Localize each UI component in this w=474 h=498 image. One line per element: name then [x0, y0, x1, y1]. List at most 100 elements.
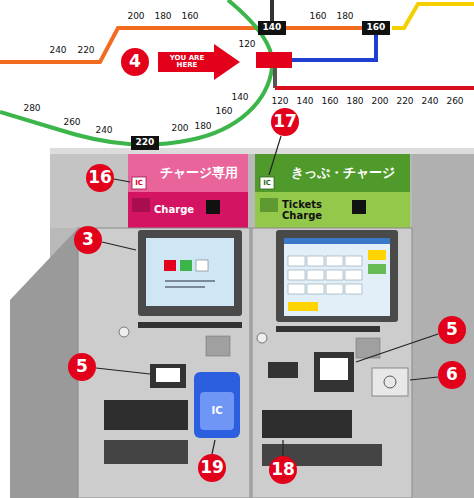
card-slit — [276, 326, 380, 332]
fare-button — [326, 284, 343, 294]
screen-icon — [196, 260, 208, 271]
ticket — [320, 358, 348, 380]
speaker-grille — [132, 198, 150, 212]
fare-button — [307, 256, 324, 266]
callout-number: 18 — [271, 460, 295, 480]
fare-button — [288, 284, 305, 294]
left-pillar — [50, 154, 128, 228]
fare-button — [326, 270, 343, 280]
machine-housing — [50, 154, 474, 498]
fare-box: 160 — [362, 21, 391, 34]
ic-card-reader-face — [200, 392, 234, 430]
round-button — [257, 333, 267, 343]
fare-number: 160 — [180, 11, 199, 21]
coin-slot — [262, 410, 352, 438]
fare-number: 180 — [335, 11, 354, 21]
fare-button — [288, 256, 305, 266]
card-slit — [138, 322, 242, 328]
leader-line — [269, 136, 281, 175]
note-slot — [104, 400, 188, 430]
fare-number: 160 — [214, 106, 233, 116]
blue-line — [292, 34, 376, 60]
leader-line — [96, 368, 150, 374]
slot-icon — [384, 376, 396, 388]
fare-number: 180 — [193, 121, 212, 131]
round-button — [119, 327, 129, 337]
fare-number: 200 — [370, 96, 389, 106]
callout-number: 16 — [88, 168, 112, 188]
charge-panel-base — [128, 192, 248, 228]
ic-mark: IC — [211, 405, 222, 417]
ic-mark: IC — [263, 179, 271, 187]
fare-number: 200 — [126, 11, 145, 21]
screen-text-line — [165, 286, 205, 288]
fare-box: 140 — [258, 21, 287, 34]
screen-button — [368, 250, 386, 260]
fare-number: 260 — [445, 96, 464, 106]
callout-number: 6 — [446, 365, 458, 385]
callout-number: 3 — [82, 230, 94, 250]
charge-panel: チャージ専用Charge — [150, 154, 248, 228]
callout-circle — [86, 164, 114, 192]
fare-number: 240 — [48, 45, 67, 55]
yellow-line — [392, 4, 474, 28]
callout-circle — [438, 361, 466, 389]
sensor-square — [206, 200, 220, 214]
fare-number: 160 — [367, 22, 386, 33]
fare-number: 140 — [263, 22, 282, 33]
screen-frame — [138, 230, 242, 316]
machine-side — [10, 228, 78, 498]
callout-circle — [74, 226, 102, 254]
callout-circle — [438, 316, 466, 344]
screen-button — [288, 302, 318, 311]
fare-number: 260 — [62, 117, 81, 127]
change-tray — [104, 440, 188, 464]
screen-text-line — [165, 280, 215, 282]
ic-icon — [260, 177, 274, 189]
callout-number: 17 — [273, 112, 297, 132]
callout-circle — [198, 454, 226, 482]
screen-header — [284, 238, 390, 244]
speaker-grille — [260, 198, 278, 212]
right-block — [412, 154, 474, 498]
leader-line — [114, 179, 130, 182]
ticket-slot — [150, 364, 186, 388]
ic-mark: IC — [135, 179, 143, 187]
keypad — [206, 336, 230, 356]
ic-card-reader — [194, 372, 240, 438]
fare-number: 180 — [153, 11, 172, 21]
touch-screen — [284, 238, 390, 316]
leader-line — [410, 377, 438, 380]
ticket-outlet — [314, 352, 354, 392]
ticket-panel-header — [255, 154, 410, 192]
panel-caption: Charge — [150, 192, 200, 228]
leader-line — [102, 242, 136, 250]
callout-circle — [271, 108, 299, 136]
fare-number: 160 — [320, 96, 339, 106]
fare-button — [307, 284, 324, 294]
fare-button — [345, 284, 362, 294]
fare-button — [288, 270, 305, 280]
fare-number: 140 — [295, 96, 314, 106]
fare-number: 220 — [76, 45, 95, 55]
fare-number: 120 — [237, 39, 256, 49]
fare-button — [307, 270, 324, 280]
receipt-slot — [372, 368, 408, 396]
fare-button — [326, 256, 343, 266]
ticket-panel: きっぷ・チャージTickets Charge — [278, 154, 408, 228]
callout-circle — [269, 456, 297, 484]
you-are-here-arrow — [158, 44, 240, 80]
machine-cap — [50, 148, 474, 154]
ic-icon — [132, 177, 146, 189]
leader-line — [212, 440, 215, 454]
fare-number: 160 — [308, 11, 327, 21]
fare-number: 220 — [136, 137, 155, 148]
fare-number: 240 — [94, 125, 113, 135]
map-ground — [0, 0, 474, 150]
arrow-text: YOU ARE HERE — [160, 55, 214, 69]
fare-number: 220 — [395, 96, 414, 106]
fare-number: 240 — [420, 96, 439, 106]
charge-panel-header — [128, 154, 248, 192]
